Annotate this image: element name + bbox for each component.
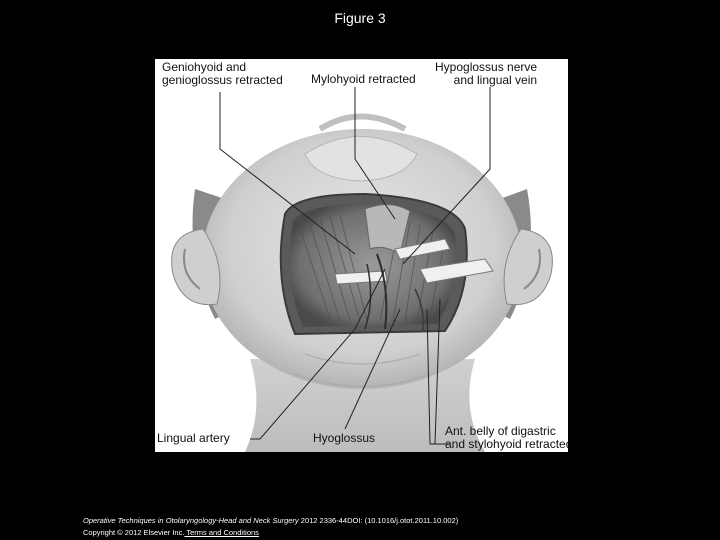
label-hypoglossus-line2: and lingual vein [453,73,538,87]
label-geniohyoid: Geniohyoid and genioglossus retracted [162,61,283,87]
ear-left [171,228,221,306]
ear-right [503,228,553,306]
retractor-2 [394,238,451,260]
label-hypoglossus: Hypoglossus nerve and lingual vein [435,61,537,87]
label-digastric: Ant. belly of digastric and stylohyoid r… [445,425,568,451]
slide-title: Figure 3 [334,10,386,26]
label-hypoglossus-line1: Hypoglossus nerve [435,60,538,74]
label-geniohyoid-line2: genioglossus retracted [162,73,283,87]
label-mylohyoid: Mylohyoid retracted [311,72,416,86]
citation-line: Operative Techniques in Otolaryngology-H… [83,515,458,527]
citation-footer: Operative Techniques in Otolaryngology-H… [83,515,458,539]
label-digastric-line1: Ant. belly of digastric [445,424,556,438]
anatomical-illustration: Geniohyoid and genioglossus retracted My… [155,59,568,452]
illustration-drawing [171,87,553,452]
copyright-text: Copyright © 2012 Elsevier Inc. [83,528,185,537]
exposed-tissue [289,204,457,327]
copyright-line: Copyright © 2012 Elsevier Inc. Terms and… [83,527,458,539]
label-hyoglossus: Hyoglossus [313,431,376,445]
citation-details: 2012 2336-44DOI: (10.1016/j.otot.2011.10… [298,516,459,525]
leader-lines [219,87,491,445]
retractor-3 [419,258,494,284]
terms-link[interactable]: Terms and Conditions [184,528,259,537]
neck-shape [245,359,485,452]
journal-name: Operative Techniques in Otolaryngology-H… [83,516,299,525]
label-lingual-artery: Lingual artery [157,431,230,445]
label-geniohyoid-line1: Geniohyoid and [162,60,247,74]
chin-shape [304,136,418,182]
label-digastric-line2: and stylohyoid retracted [445,437,568,451]
